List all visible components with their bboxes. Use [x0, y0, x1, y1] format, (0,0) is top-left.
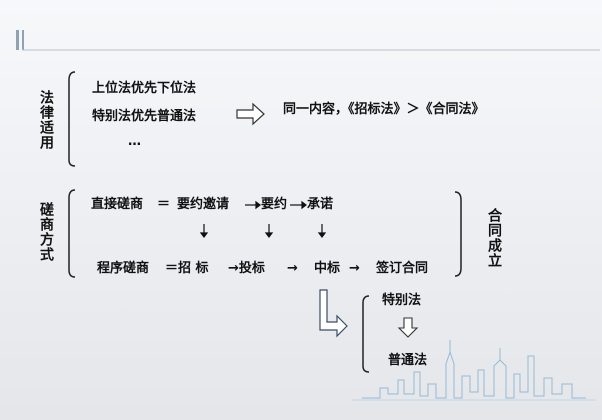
acceptance: 承诺	[307, 197, 334, 212]
direct-equals: ＝	[157, 197, 171, 212]
precedence-brace	[362, 295, 370, 373]
direct-negotiation: 直接磋商	[91, 197, 144, 212]
law-item-2: 特别法优先普通法	[92, 109, 197, 124]
header-bar-1	[16, 30, 19, 50]
general-law: 普通法	[388, 353, 428, 368]
bend-arrow	[319, 289, 348, 338]
invitation-to-offer: 要约邀请	[177, 197, 230, 212]
header-bar-2	[22, 30, 24, 50]
arrow-1: →	[287, 261, 298, 276]
precedence-arrow	[397, 317, 419, 338]
negotiation-brace	[68, 189, 76, 278]
winning-bid: 中标	[314, 261, 341, 276]
outcome-brace	[454, 191, 462, 277]
offer: 要约	[261, 197, 288, 212]
contract-formed: 合同成立	[486, 208, 502, 268]
special-law: 特别法	[382, 293, 422, 308]
bidding: →投标	[228, 261, 265, 276]
tender: ＝招 标	[165, 261, 209, 276]
negotiation-label: 磋商方式	[38, 202, 54, 262]
skyline-icon	[352, 340, 596, 401]
law-arrow	[236, 102, 265, 126]
law-brace	[68, 71, 76, 167]
law-result: 同一内容，《招标法》＞《合同法》	[283, 102, 485, 117]
law-item-1: 上位法优先下位法	[92, 81, 197, 96]
law-application-label: 法律适用	[38, 90, 54, 150]
law-item-ellipsis: …	[128, 134, 141, 149]
sign-contract: 签订合同	[376, 261, 429, 276]
arrow-2: →	[349, 261, 360, 276]
procedural-negotiation: 程序磋商	[97, 261, 150, 276]
